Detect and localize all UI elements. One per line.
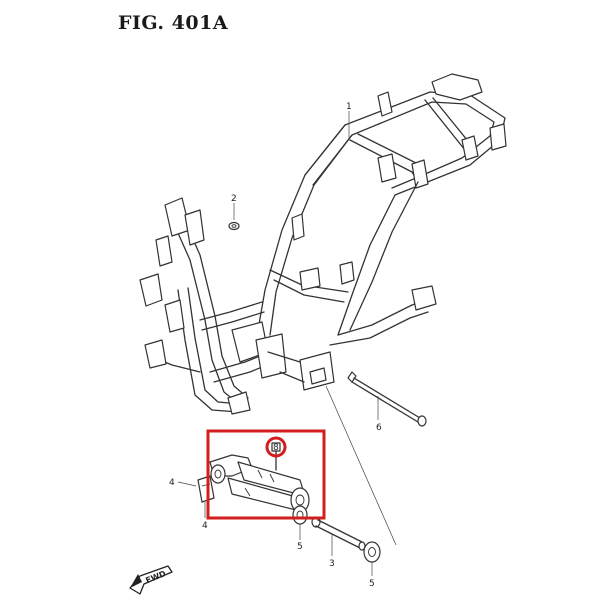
figure-title: FIG. 401A <box>118 12 229 34</box>
bushing-part-5 <box>292 505 308 525</box>
fwd-arrow-icon: FWD <box>129 565 173 595</box>
bolt-part-6 <box>347 371 427 427</box>
callout-6: 6 <box>376 423 382 433</box>
leader-frame-to-bushing <box>325 385 397 546</box>
bushing-part-5b <box>363 541 381 563</box>
callout-5b: 5 <box>369 579 375 589</box>
clip-part-4 <box>197 475 215 503</box>
callout-5a: 5 <box>297 542 303 552</box>
shaft-part-3 <box>311 516 366 551</box>
callout-2: 2 <box>231 194 237 204</box>
highlight-circle <box>265 436 287 458</box>
leader-4a <box>177 481 197 487</box>
callout-3: 3 <box>329 559 335 569</box>
fwd-label: FWD <box>144 569 167 585</box>
highlight-box <box>206 429 326 520</box>
engine-mount-bracket <box>209 442 310 513</box>
callout-4b: 4 <box>202 521 208 531</box>
washer-part-2 <box>228 221 240 231</box>
callout-4a: 4 <box>169 478 175 488</box>
callout-1: 1 <box>346 102 352 112</box>
main-frame <box>139 73 507 415</box>
callout-8: 8 <box>273 443 279 453</box>
